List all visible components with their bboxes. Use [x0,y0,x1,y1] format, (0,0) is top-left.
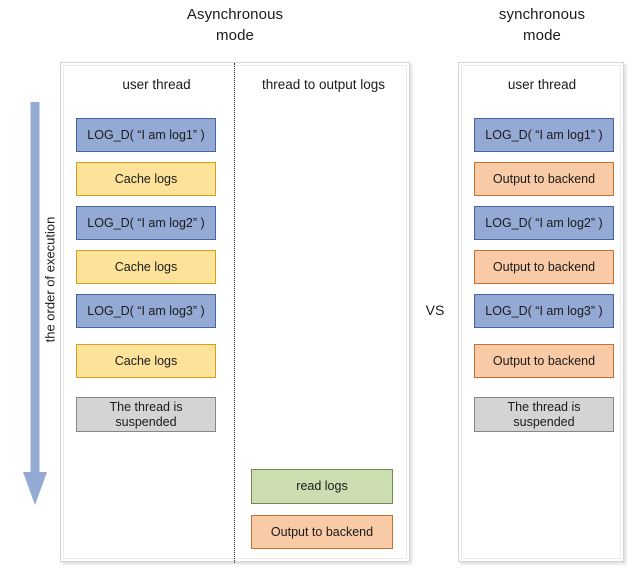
step-box-thread-suspended-sync[interactable]: The thread is suspended [474,397,614,432]
step-box-log-d-2[interactable]: LOG_D( “I am log2” ) [76,206,216,240]
order-of-execution-arrow: the order of execution [22,102,58,506]
step-box-log-d-1-sync[interactable]: LOG_D( “I am log1” ) [474,118,614,152]
step-box-cache-logs-3[interactable]: Cache logs [76,344,216,378]
column-header-user-thread: user thread [122,77,191,92]
order-of-execution-label: the order of execution [42,216,58,343]
column-header-output-logs: thread to output logs [261,77,386,92]
step-box-output-to-backend-async[interactable]: Output to backend [251,515,393,549]
step-box-cache-logs-1[interactable]: Cache logs [76,162,216,196]
step-box-read-logs[interactable]: read logs [251,469,393,504]
step-box-thread-suspended[interactable]: The thread is suspended [76,397,216,432]
step-box-log-d-3-sync[interactable]: LOG_D( “I am log3” ) [474,294,614,328]
column-header-user-thread-sync: user thread [507,77,577,92]
vs-label: VS [425,302,445,318]
down-arrow-icon [23,102,47,505]
step-box-output-to-backend-3[interactable]: Output to backend [474,344,614,378]
sync-mode-panel: user thread LOG_D( “I am log1” ) Output … [458,62,624,562]
step-box-log-d-3[interactable]: LOG_D( “I am log3” ) [76,294,216,328]
step-box-log-d-2-sync[interactable]: LOG_D( “I am log2” ) [474,206,614,240]
step-box-log-d-1[interactable]: LOG_D( “I am log1” ) [76,118,216,152]
page-title-sync: synchronous mode [498,6,586,44]
async-mode-panel: user thread thread to output logs LOG_D(… [60,62,410,563]
step-box-output-to-backend-2[interactable]: Output to backend [474,250,614,284]
step-box-output-to-backend-1[interactable]: Output to backend [474,162,614,196]
step-box-cache-logs-2[interactable]: Cache logs [76,250,216,284]
column-divider [234,63,235,563]
page-title-async: Asynchronous mode [186,6,284,44]
